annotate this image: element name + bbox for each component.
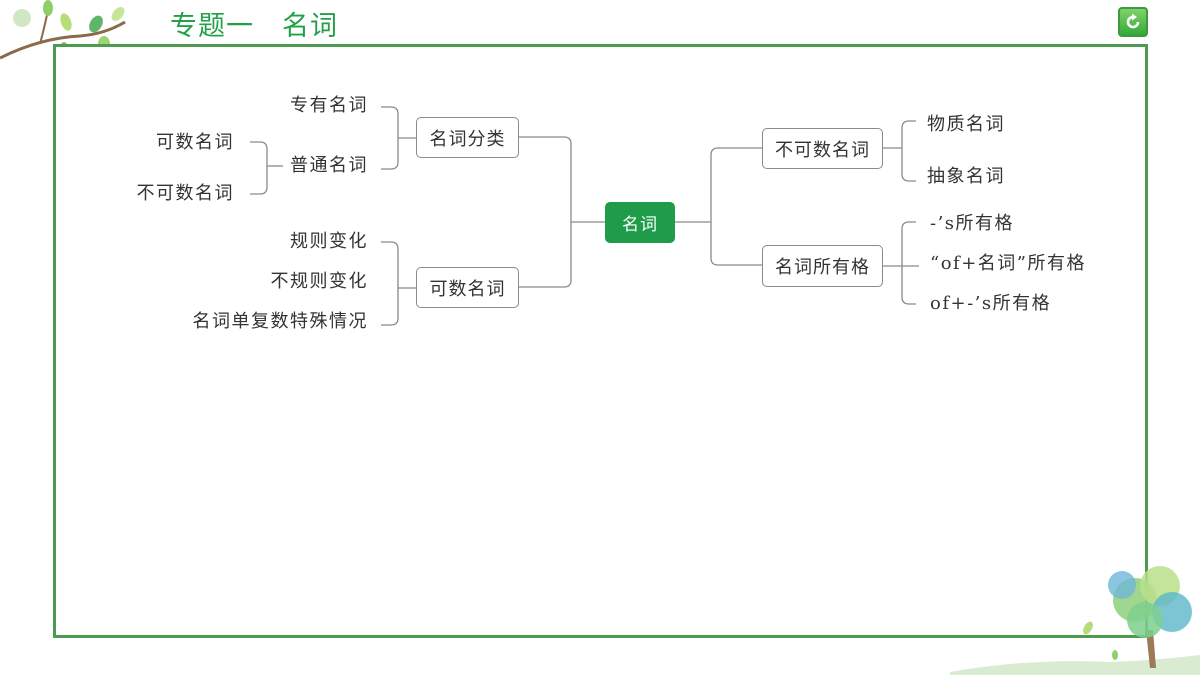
root-node: 名词 — [605, 202, 675, 243]
node-countable: 可数名词 — [416, 267, 519, 308]
node-classification: 名词分类 — [416, 117, 519, 158]
refresh-button[interactable] — [1118, 7, 1148, 37]
leaf-double-possessive: of+-’s所有格 — [930, 293, 1052, 314]
page-title: 专题一 名词 — [170, 11, 338, 42]
leaf-s-possessive: -’s所有格 — [930, 213, 1015, 234]
refresh-icon — [1126, 13, 1140, 29]
leaf-proper-noun: 专有名词 — [290, 95, 368, 116]
leaf-regular-change: 规则变化 — [290, 231, 368, 252]
content-frame — [53, 44, 1148, 638]
leaf-material-noun: 物质名词 — [927, 114, 1005, 135]
tree-icon — [950, 566, 1200, 675]
leaf-abstract-noun: 抽象名词 — [927, 166, 1005, 187]
node-uncountable: 不可数名词 — [762, 128, 883, 169]
leaf-common-uncountable: 不可数名词 — [136, 183, 234, 204]
leaf-irregular-change: 不规则变化 — [270, 271, 368, 292]
leaf-common-noun: 普通名词 — [290, 155, 368, 176]
leaf-of-possessive: “of+名词”所有格 — [930, 253, 1086, 274]
node-possessive: 名词所有格 — [762, 245, 883, 287]
leaf-special-cases: 名词单复数特殊情况 — [192, 311, 368, 332]
leaf-common-countable: 可数名词 — [156, 132, 234, 153]
